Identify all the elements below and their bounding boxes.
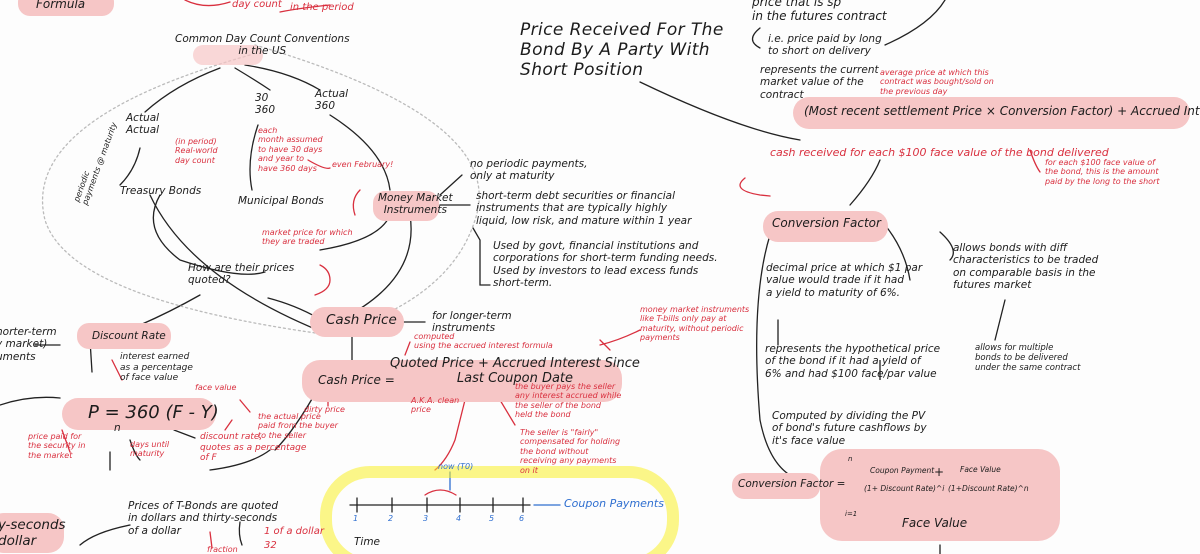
face-frac-top: Face Value xyxy=(960,465,1001,474)
formula-p: P = 360 (F - Y) xyxy=(88,402,219,423)
actual-actual: Actual Actual xyxy=(126,112,160,137)
even-february-note: even February! xyxy=(332,160,394,169)
allows-bonds: allows bonds with diff characteristics t… xyxy=(953,242,1099,292)
day-count-note: day count xyxy=(232,0,282,10)
conversion-factor: Conversion Factor xyxy=(772,216,881,230)
short-term-debt: short-term debt securities or financial … xyxy=(476,190,692,227)
computed-dividing: Computed by dividing the PV of bond's fu… xyxy=(772,410,927,447)
sum-top: n xyxy=(848,455,853,463)
thirty-360: 30 360 xyxy=(255,92,276,117)
price-paid-note: price paid for the security in the marke… xyxy=(28,432,86,460)
decimal-price: decimal price at which $1 par value woul… xyxy=(766,262,923,299)
tick-4: 4 xyxy=(456,514,462,523)
formula-n: n xyxy=(114,422,121,434)
allows-multiple: allows for multiple bonds to be delivere… xyxy=(975,343,1081,374)
cash-price-eq: Cash Price = xyxy=(318,373,395,387)
cash-price-highlight xyxy=(310,307,404,337)
price-short-position: Price Received For The Bond By A Party W… xyxy=(520,20,724,81)
each-month-note: each month assumed to have 30 days and y… xyxy=(258,126,323,173)
discount-rate-quote-note: discount rate, quotes as a percentage of… xyxy=(200,432,307,464)
cash-price: Cash Price xyxy=(326,312,397,328)
average-price-note: average price at which this contract was… xyxy=(880,68,994,96)
prices-tbonds: Prices of T-Bonds are quoted in dollars … xyxy=(128,500,279,537)
face-frac-bottom: (1+Discount Rate)^n xyxy=(948,484,1029,493)
price-futures: price that is sp in the futures contract xyxy=(752,0,887,24)
days-elapsed-note: days elapsed in the period xyxy=(290,0,356,13)
settlement-eq: (Most recent settlement Price × Conversi… xyxy=(804,104,1200,118)
of-a-dollar-note: 1 of a dollar xyxy=(264,526,324,537)
settlement-highlight xyxy=(793,97,1190,129)
y-seconds: y-seconds dollar xyxy=(0,517,66,549)
in-the-us-highlight xyxy=(193,45,263,65)
now-label: now (T0) xyxy=(438,462,474,471)
no-periodic-payments: no periodic payments, only at maturity xyxy=(470,158,588,183)
represents-current: represents the current market value of t… xyxy=(760,64,879,101)
discount-rate: Discount Rate xyxy=(92,330,166,342)
interest-earned: interest earned as a percentage of face … xyxy=(120,352,193,384)
cf-formula-highlight xyxy=(820,449,1060,541)
coupon-frac-bottom: (1+ Discount Rate)^i xyxy=(864,484,945,493)
money-market-note: money market instruments like T-bills on… xyxy=(640,305,750,343)
for-each-100-note: for each $100 face value of the bond, th… xyxy=(1045,158,1160,186)
how-prices-quoted: How are their prices quoted? xyxy=(188,262,295,287)
price-paid-long: i.e. price paid by long to short on deli… xyxy=(768,33,882,58)
formula-p-highlight xyxy=(62,398,216,430)
tick-5: 5 xyxy=(489,514,495,523)
face-value-note: face value xyxy=(195,383,237,392)
longer-term-note: for longer-term instruments xyxy=(432,310,512,335)
buyer-pays-note: the buyer pays the seller any interest a… xyxy=(515,382,622,420)
plus-sign: + xyxy=(934,465,945,479)
face-value-denominator: Face Value xyxy=(902,516,968,530)
days-until-note: days until maturity xyxy=(130,440,170,459)
conversion-factor-highlight xyxy=(763,211,888,242)
thirty-two-note: 32 xyxy=(264,540,277,551)
tick-2: 2 xyxy=(388,514,394,523)
represents-hypothetical: represents the hypothetical price of the… xyxy=(765,343,941,380)
used-by-govt: Used by govt, financial institutions and… xyxy=(493,240,718,290)
treasury-bonds: Treasury Bonds xyxy=(120,185,202,197)
aka-clean-note: A.K.A. clean price xyxy=(411,396,460,415)
discount-rate-highlight xyxy=(77,323,171,349)
formula-highlight xyxy=(18,0,114,16)
tick-3: 3 xyxy=(423,514,429,523)
shorter-term-fragment: horter-term y market) uments xyxy=(0,326,57,363)
municipal-bonds: Municipal Bonds xyxy=(238,195,324,207)
y-seconds-highlight xyxy=(0,513,64,553)
cash-price-eq-highlight xyxy=(302,360,622,402)
money-market-highlight xyxy=(373,191,439,221)
actual-price-note: the actual price paid from the buyer to … xyxy=(258,412,338,440)
formula-title: Formula xyxy=(36,0,86,11)
dirty-price-note: dirty price xyxy=(304,405,345,414)
cf-eq-label: Conversion Factor = xyxy=(738,478,846,490)
money-market-instruments: Money Market Instruments xyxy=(378,192,453,217)
coupon-payments-label: Coupon Payments xyxy=(564,497,664,510)
coupon-frac-top: Coupon Payment xyxy=(870,466,935,475)
sum-bottom: i=1 xyxy=(845,510,858,518)
actual-360: Actual 360 xyxy=(315,88,349,113)
time-label: Time xyxy=(354,536,381,548)
market-price-note: market price for which they are traded xyxy=(262,228,353,247)
common-conventions: Common Day Count Conventions in the US xyxy=(175,33,350,58)
tick-6: 6 xyxy=(519,514,525,523)
tick-1: 1 xyxy=(353,514,359,523)
fraction-note: fraction xyxy=(207,545,238,554)
seller-fair-note: The seller is "fairly" compensated for h… xyxy=(520,428,621,475)
quoted-price-eq: Quoted Price + Accrued Interest Since La… xyxy=(390,356,640,387)
in-period-note: (in period) Real-world day count xyxy=(175,137,218,165)
cash-received-note: cash received for each $100 face value o… xyxy=(770,146,1109,159)
cf-eq-highlight xyxy=(732,473,820,499)
computed-using-note: computed using the accrued interest form… xyxy=(414,332,553,351)
